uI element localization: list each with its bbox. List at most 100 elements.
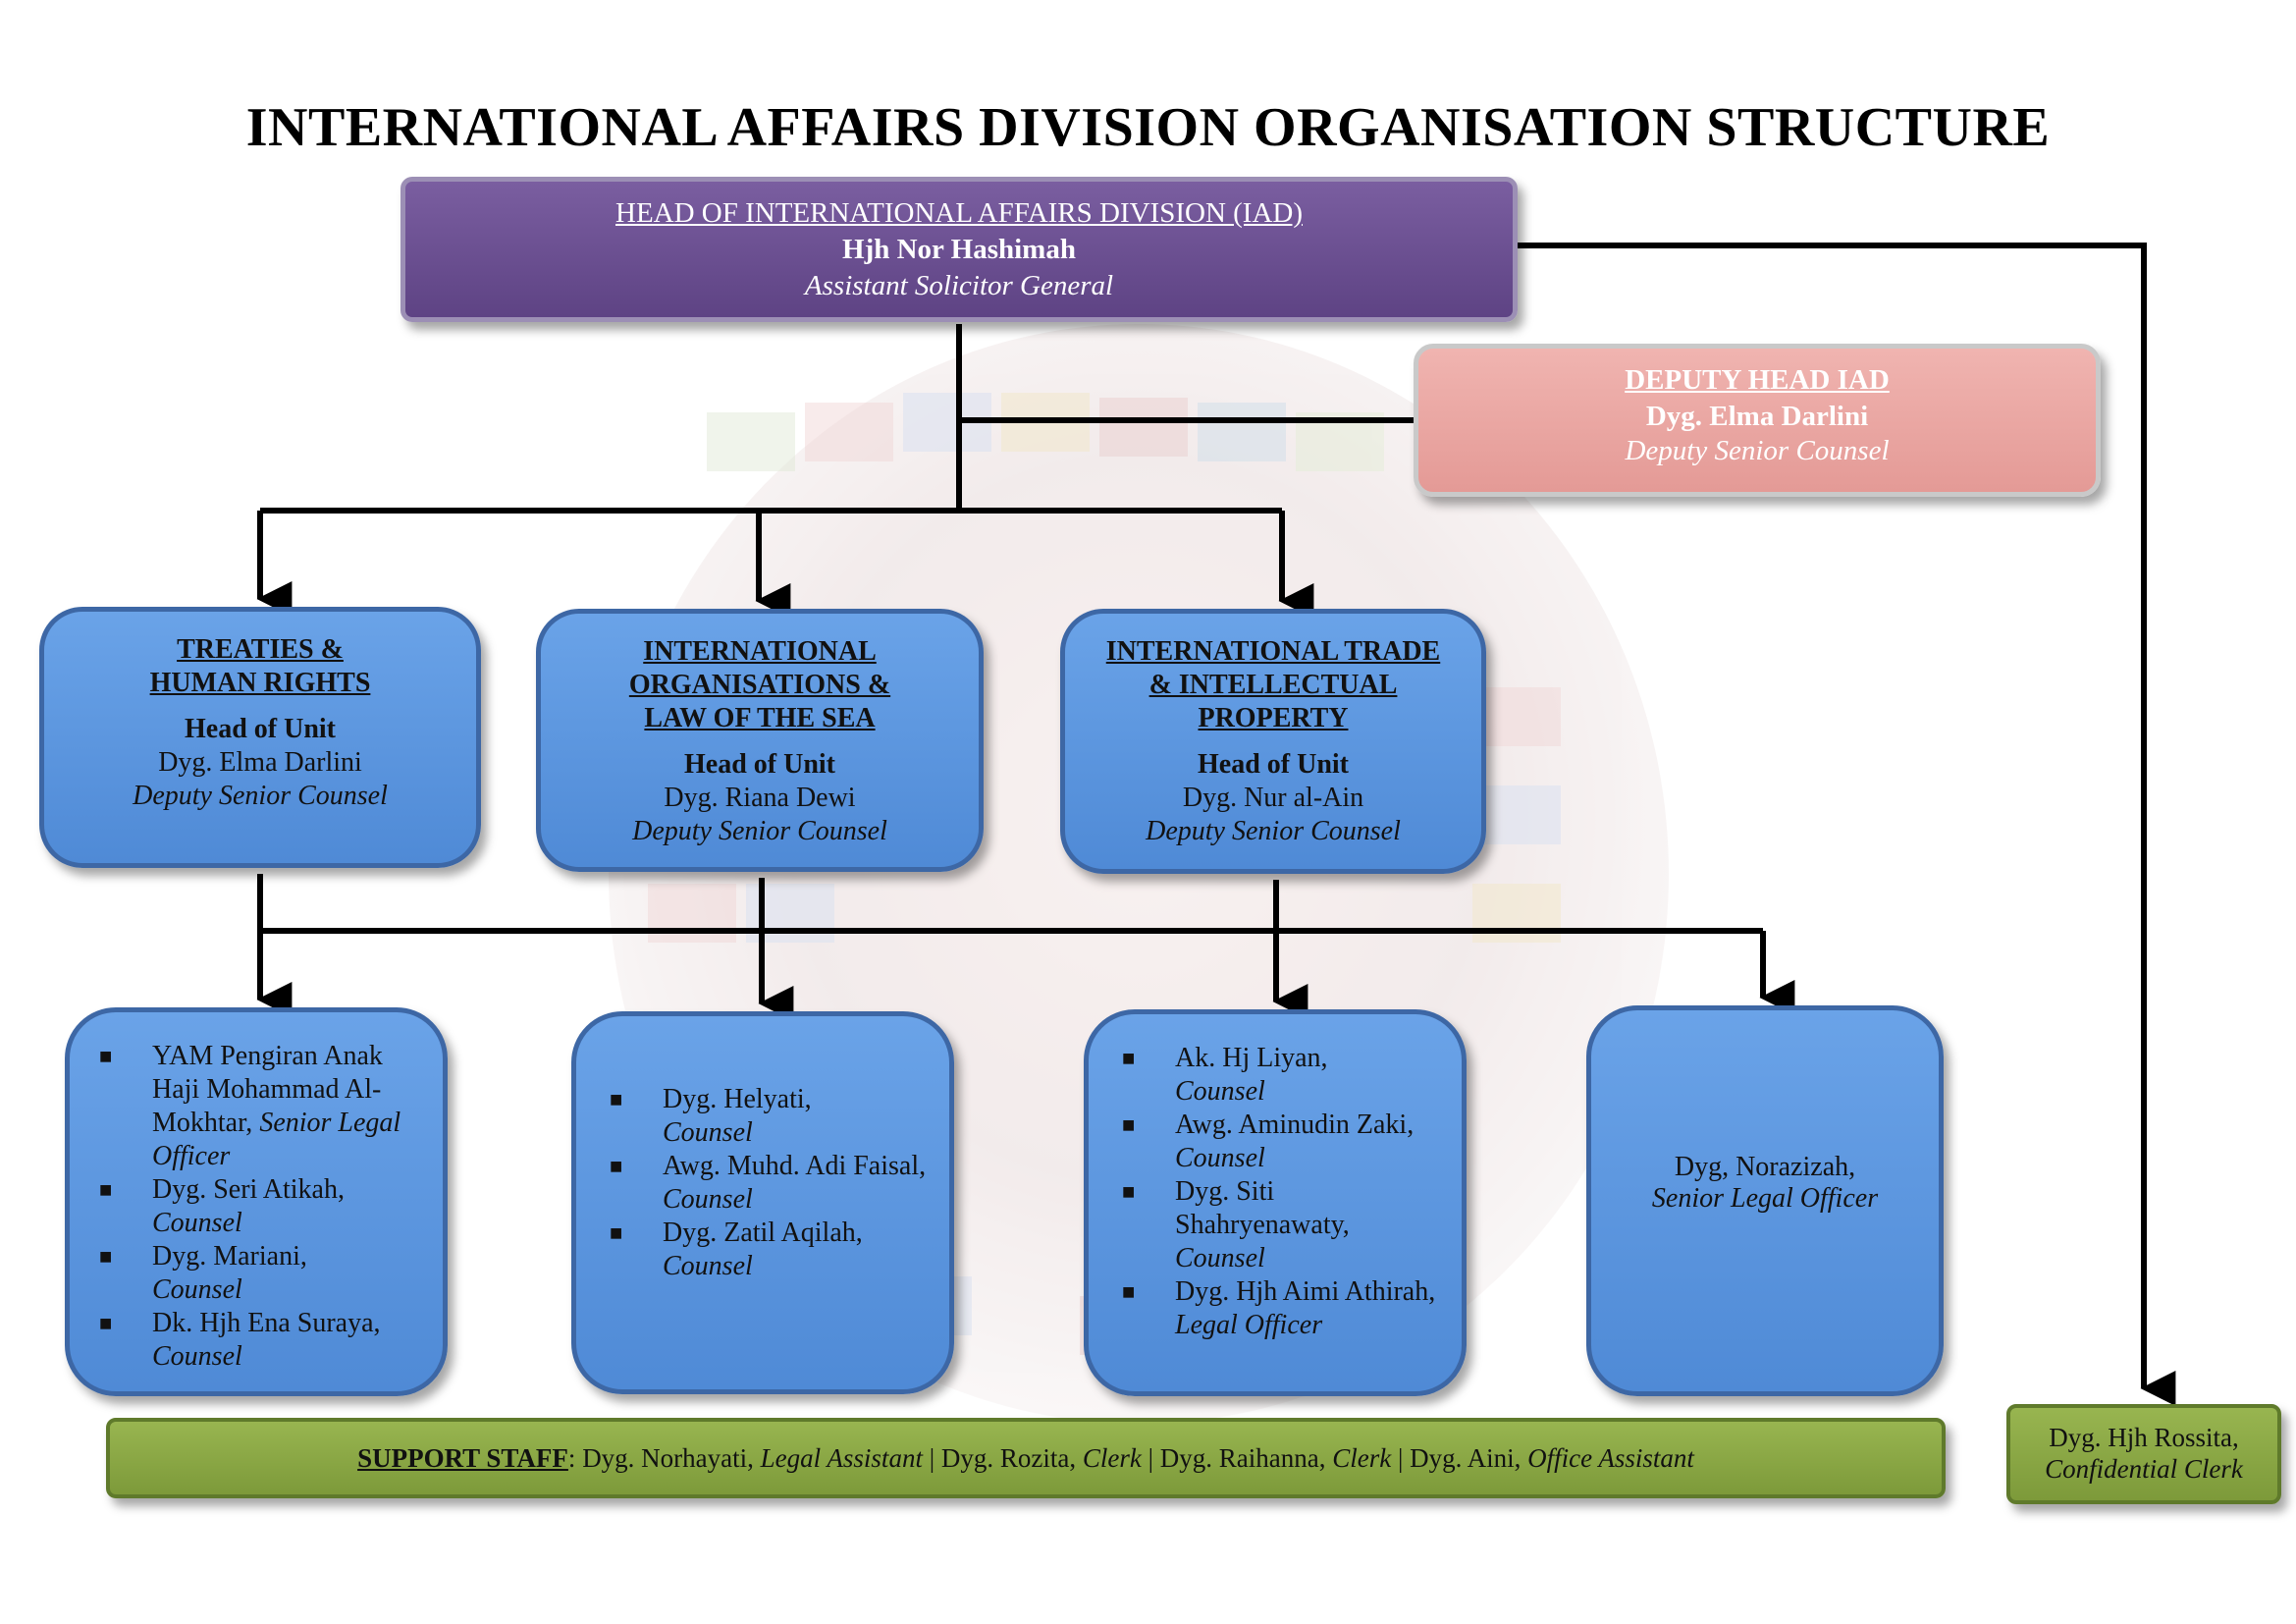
staff-list: ■ YAM Pengiran Anak Haji Mohammad Al-Mokh… [99,1040,425,1374]
member-name: Awg. Aminudin Zaki, [1175,1110,1415,1140]
list-item: ■ Awg. Muhd. Adi Faisal, Counsel [610,1150,932,1217]
support-member-name: Dyg. Raihanna, [1159,1443,1326,1473]
member-title: Legal Officer [1175,1310,1323,1340]
member-name: Dk. Hjh Ena Suraya, [152,1308,381,1338]
support-member-role: Clerk [1082,1443,1142,1473]
unit-head-role: Deputy Senior Counsel [632,816,887,846]
support-staff-bar: SUPPORT STAFF: Dyg. Norhayati, Legal Ass… [106,1418,1946,1498]
bullet-icon: ■ [1122,1046,1136,1070]
list-item: ■ Dyg. Mariani,Counsel [99,1240,425,1307]
bullet-icon: ■ [1122,1179,1136,1204]
support-member-role: Legal Assistant [760,1443,923,1473]
unit-head-name: Dyg. Elma Darlini [158,747,362,778]
support-member-name: Dyg. Aini, [1410,1443,1522,1473]
deputy-heading: DEPUTY HEAD IAD [1625,364,1890,396]
unit-head-name: Dyg. Nur al-Ain [1182,783,1364,813]
confidential-clerk-role: Confidential Clerk [2045,1454,2243,1484]
confidential-clerk-box: Dyg. Hjh Rossita, Confidential Clerk [2006,1404,2281,1504]
support-staff-label: SUPPORT STAFF [357,1443,568,1473]
list-item: ■ Dyg. Hjh Aimi Athirah, Legal Officer [1122,1275,1444,1342]
staff-group-treaties: ■ YAM Pengiran Anak Haji Mohammad Al-Mokh… [65,1007,448,1396]
bullet-icon: ■ [99,1244,113,1269]
member-title: Senior Legal Officer [152,1108,401,1171]
member-name: Ak. Hj Liyan, [1175,1043,1328,1073]
unit-head-role: Deputy Senior Counsel [1146,816,1401,846]
unit-head-role: Deputy Senior Counsel [133,781,388,811]
member-title: Counsel [1175,1243,1265,1273]
support-member-name: Dyg. Norhayati, [582,1443,754,1473]
unit-name-line: PROPERTY [1198,703,1349,733]
staff-list: ■Dyg. Helyati,Counsel ■Awg. Muhd. Adi Fa… [610,1083,932,1283]
list-item: ■ Dyg. Seri Atikah,Counsel [99,1173,425,1240]
list-item: ■ Awg. Aminudin Zaki, Counsel [1122,1109,1444,1175]
member-name: Awg. Muhd. Adi Faisal, [663,1151,927,1181]
member-name: Dyg. Hjh Aimi Athirah, [1175,1276,1436,1307]
bullet-icon: ■ [99,1177,113,1202]
unit-head-name: Dyg. Riana Dewi [664,783,856,813]
separator: | [929,1443,935,1473]
unit-international-trade-ip: INTERNATIONAL TRADE & INTELLECTUAL PROPE… [1060,609,1486,874]
deputy-name: Dyg. Elma Darlini [1645,401,1869,432]
staff-group-international-trade: ■Ak. Hj Liyan,Counsel ■Awg. Aminudin Zak… [1084,1009,1467,1396]
bullet-icon: ■ [99,1311,113,1335]
head-heading: HEAD OF INTERNATIONAL AFFAIRS DIVISION (… [615,197,1303,229]
bullet-icon: ■ [99,1044,113,1068]
member-title: Counsel [663,1251,753,1281]
confidential-clerk-name: Dyg. Hjh Rossita, [2049,1423,2239,1452]
unit-name-line: TREATIES & [177,634,344,665]
support-member-role: Office Assistant [1527,1443,1694,1473]
member-title: Counsel [1175,1143,1265,1173]
unit-name-line: LAW OF THE SEA [644,703,876,733]
member-name: Dyg. Helyati, [663,1084,812,1114]
connectors [256,243,2176,1406]
unit-treaties-human-rights: TREATIES & HUMAN RIGHTS Head of Unit Dyg… [39,607,481,868]
staff-group-single-officer: Dyg, Norazizah, Senior Legal Officer [1586,1005,1944,1396]
member-title: Counsel [152,1208,242,1238]
member-name: Dyg. Seri Atikah, [152,1174,345,1205]
list-item: ■ YAM Pengiran Anak Haji Mohammad Al-Mokh… [99,1040,425,1173]
unit-name-line: ORGANISATIONS & [628,670,891,700]
member-title: Senior Legal Officer [1651,1183,1879,1214]
deputy-role: Deputy Senior Counsel [1625,435,1890,466]
unit-name-line: & INTELLECTUAL [1148,670,1398,700]
list-item: ■ Dyg. Zatil Aqilah,Counsel [610,1217,932,1283]
member-title: Counsel [152,1341,242,1372]
unit-name-line: HUMAN RIGHTS [149,668,371,698]
deputy-head-box: DEPUTY HEAD IAD Dyg. Elma Darlini Deputy… [1414,344,2101,497]
list-item: ■ Ak. Hj Liyan,Counsel [1122,1042,1444,1109]
unit-head-label: Head of Unit [684,749,835,780]
bullet-icon: ■ [1122,1112,1136,1137]
bullet-icon: ■ [610,1087,623,1111]
head-name: Hjh Nor Hashimah [842,234,1076,265]
member-title: Counsel [663,1184,753,1215]
member-title: Counsel [152,1274,242,1305]
unit-name-line: INTERNATIONAL [643,636,877,667]
separator: | [1148,1443,1153,1473]
member-name: Dyg. Mariani, [152,1241,307,1272]
member-name: Dyg, Norazizah, [1674,1152,1856,1182]
unit-name-line: INTERNATIONAL TRADE [1105,636,1441,667]
bullet-icon: ■ [610,1220,623,1245]
member-title: Counsel [1175,1076,1265,1107]
unit-head-label: Head of Unit [1198,749,1349,780]
bullet-icon: ■ [610,1154,623,1178]
member-name: Dyg. Zatil Aqilah, [663,1218,863,1248]
bullet-icon: ■ [1122,1279,1136,1304]
separator: | [1397,1443,1404,1473]
unit-head-label: Head of Unit [185,714,336,744]
staff-group-international-organisations: ■Dyg. Helyati,Counsel ■Awg. Muhd. Adi Fa… [571,1011,954,1394]
member-name: Dyg. Siti Shahryenawaty, [1175,1176,1350,1240]
list-item: ■ Dk. Hjh Ena Suraya,Counsel [99,1307,425,1374]
page-title: INTERNATIONAL AFFAIRS DIVISION ORGANISAT… [245,97,2051,158]
member-name: YAM Pengiran Anak Haji Mohammad Al-Mokht… [152,1041,383,1138]
head-role: Assistant Solicitor General [804,270,1114,301]
support-member-role: Clerk [1332,1443,1392,1473]
head-of-division-box: HEAD OF INTERNATIONAL AFFAIRS DIVISION (… [400,177,1518,322]
support-member-name: Dyg. Rozita, [940,1443,1077,1473]
list-item: ■ Dyg. Siti Shahryenawaty,Counsel [1122,1175,1444,1275]
staff-list: ■Ak. Hj Liyan,Counsel ■Awg. Aminudin Zak… [1122,1042,1444,1342]
unit-international-organisations: INTERNATIONAL ORGANISATIONS & LAW OF THE… [536,609,984,872]
list-item: ■ Dyg. Helyati,Counsel [610,1083,932,1150]
member-title: Counsel [663,1117,753,1148]
